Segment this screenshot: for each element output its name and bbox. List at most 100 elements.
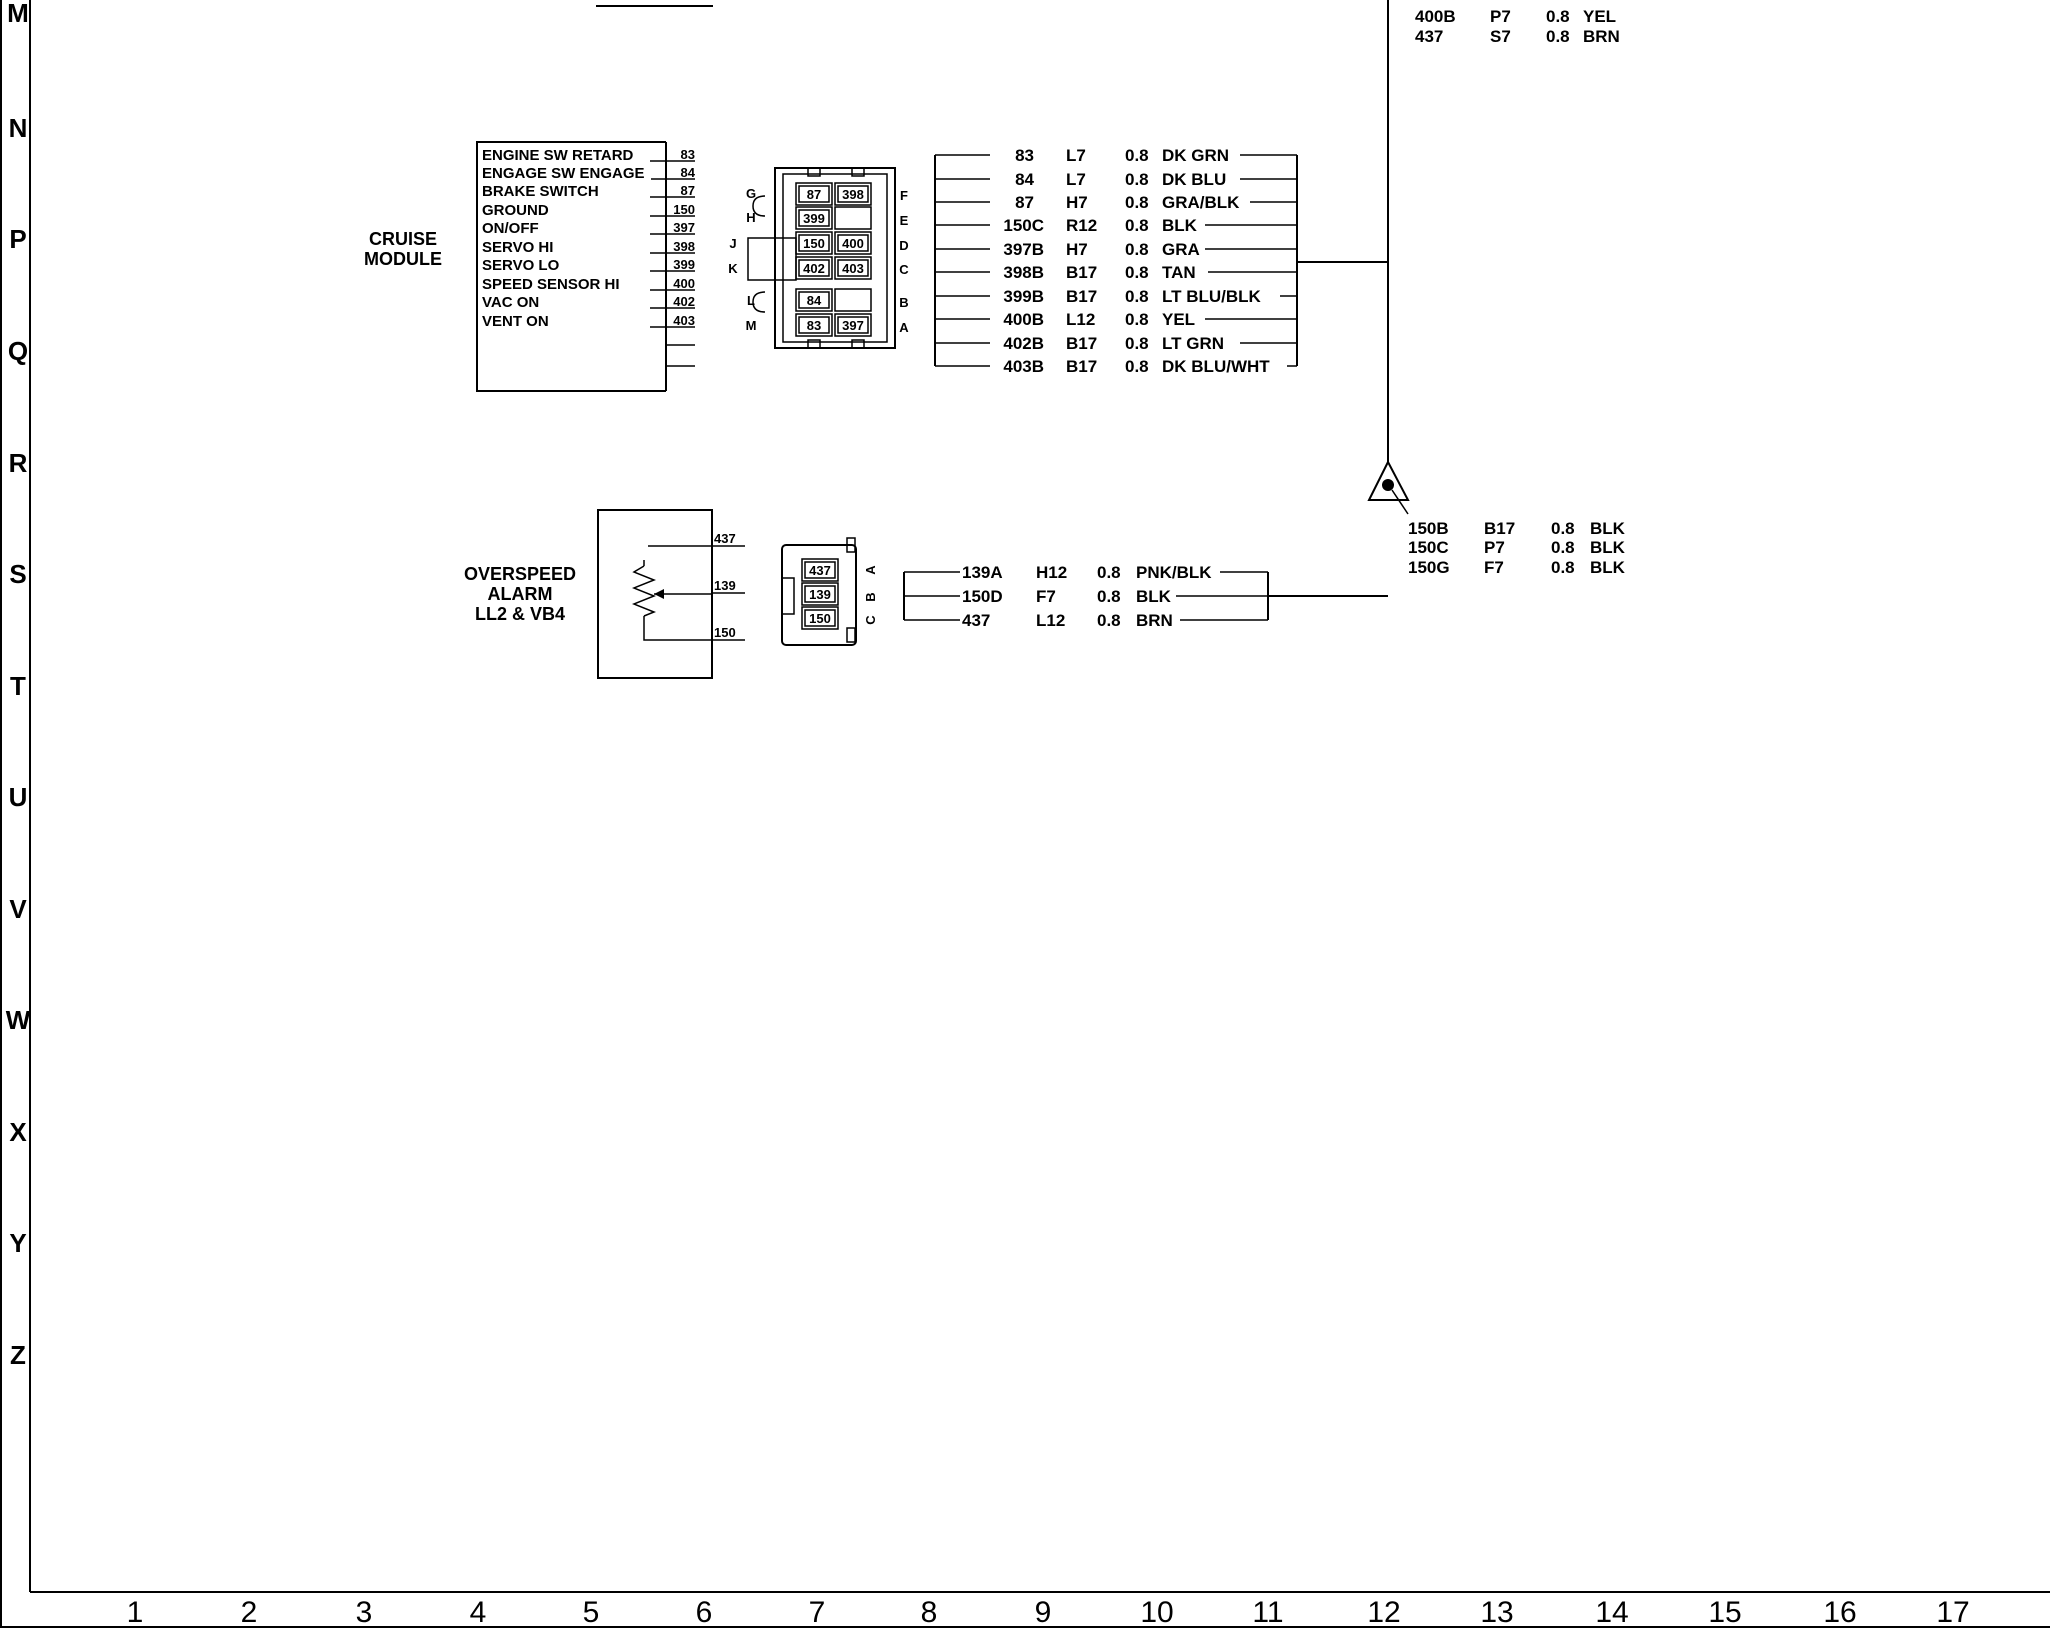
- wire-color: GRA: [1162, 240, 1200, 259]
- cavity-number: 83: [807, 318, 821, 333]
- wire-location: L12: [1036, 611, 1065, 630]
- pin-number: 402: [673, 294, 695, 309]
- cavity-number: 398: [842, 187, 864, 202]
- splice-dot: [1382, 479, 1394, 491]
- row-label: U: [9, 782, 28, 812]
- column-label: 7: [809, 1596, 826, 1629]
- signal-name: SERVO HI: [482, 239, 553, 256]
- signal-name: VENT ON: [482, 313, 549, 330]
- overspeed-connector: 437 139 150 A B C: [781, 537, 878, 646]
- cavity-letter: H: [746, 210, 755, 225]
- pin-number: 403: [673, 313, 695, 328]
- wire-circuit: 437: [1415, 27, 1443, 46]
- cruise-signals: ENGINE SW RETARD 83 ENGAGE SW ENGAGE 84 …: [482, 147, 696, 330]
- wire-gauge: 0.8: [1097, 611, 1121, 630]
- row-label: Z: [10, 1340, 26, 1370]
- wire-circuit: 150C: [1408, 538, 1449, 557]
- cruise-module-title: CRUISE: [369, 229, 437, 249]
- wire-circuit: 150C: [1003, 216, 1044, 235]
- cavity-letter: D: [899, 238, 908, 253]
- cavity-number: 150: [809, 611, 831, 626]
- wire-gauge: 0.8: [1546, 7, 1570, 26]
- cavity-letter: A: [863, 565, 878, 575]
- row-label: T: [10, 671, 26, 701]
- cruise-module: CRUISE MODULE ENGINE SW RETARD 83 ENGAGE…: [364, 141, 696, 392]
- wire-circuit: 150G: [1408, 558, 1450, 577]
- pin-number: 84: [681, 165, 696, 180]
- signal-name: SPEED SENSOR HI: [482, 276, 620, 293]
- wire-location: H7: [1066, 193, 1088, 212]
- wire-color: BLK: [1590, 558, 1626, 577]
- wire-circuit: 84: [1015, 170, 1034, 189]
- wire-color: LT GRN: [1162, 334, 1224, 353]
- column-label: 16: [1823, 1596, 1856, 1629]
- pin-number: 150: [673, 202, 695, 217]
- wire-color: GRA/BLK: [1162, 193, 1240, 212]
- cavity-letter: C: [899, 262, 909, 277]
- wire-location: S7: [1490, 27, 1511, 46]
- wire-location: B17: [1484, 519, 1515, 538]
- pin-number: 437: [714, 531, 736, 546]
- wire-circuit: 400B: [1415, 7, 1456, 26]
- row-label: X: [9, 1117, 27, 1147]
- wire-gauge: 0.8: [1551, 538, 1575, 557]
- wire-circuit: 150B: [1408, 519, 1449, 538]
- column-label: 14: [1595, 1596, 1628, 1629]
- column-label: 12: [1367, 1596, 1400, 1629]
- overspeed-title: ALARM: [488, 584, 553, 604]
- row-label: N: [9, 113, 28, 143]
- row-label: Q: [8, 336, 28, 366]
- column-label: 4: [470, 1596, 487, 1629]
- wire-color: YEL: [1583, 7, 1616, 26]
- wire-circuit: 87: [1015, 193, 1034, 212]
- wire-circuit: 402B: [1003, 334, 1044, 353]
- cruise-harness: 83 L7 0.8 DK GRN 84 L7 0.8 DK BLU 87 H7 …: [934, 146, 1388, 376]
- overspeed-title: LL2 & VB4: [475, 604, 565, 624]
- cavity-letter: A: [899, 320, 909, 335]
- wire-location: B17: [1066, 357, 1097, 376]
- row-label: V: [9, 894, 27, 924]
- pin-number: 397: [673, 220, 695, 235]
- wire-location: P7: [1490, 7, 1511, 26]
- wire-color: BRN: [1583, 27, 1620, 46]
- signal-name: VAC ON: [482, 294, 539, 311]
- overspeed-title: OVERSPEED: [464, 564, 576, 584]
- wire-circuit: 150D: [962, 587, 1003, 606]
- wire-location: H12: [1036, 563, 1067, 582]
- column-label: 9: [1035, 1596, 1052, 1629]
- row-label: P: [9, 224, 26, 254]
- overspeed-alarm: OVERSPEED ALARM LL2 & VB4 437 139 150: [464, 509, 745, 679]
- row-label: S: [9, 559, 26, 589]
- pin-number: 139: [714, 578, 736, 593]
- wire-color: BRN: [1136, 611, 1173, 630]
- wire-gauge: 0.8: [1125, 334, 1149, 353]
- wire-gauge: 0.8: [1546, 27, 1570, 46]
- overspeed-harness: 139A H12 0.8 PNK/BLK 150D F7 0.8 BLK 437…: [903, 563, 1388, 630]
- wire-location: R12: [1066, 216, 1097, 235]
- wire-gauge: 0.8: [1551, 558, 1575, 577]
- cavity-letter: L: [747, 293, 755, 308]
- wire-circuit: 399B: [1003, 287, 1044, 306]
- cavity-letter: J: [729, 236, 736, 251]
- wire-color: BLK: [1590, 538, 1626, 557]
- pin-number: 399: [673, 257, 695, 272]
- cavity-letter: B: [863, 592, 878, 601]
- wire-gauge: 0.8: [1125, 357, 1149, 376]
- wire-location: B17: [1066, 334, 1097, 353]
- wire-color: LT BLU/BLK: [1162, 287, 1262, 306]
- wire-color: DK BLU: [1162, 170, 1226, 189]
- wire-gauge: 0.8: [1125, 240, 1149, 259]
- wire-location: F7: [1484, 558, 1504, 577]
- wire-location: P7: [1484, 538, 1505, 557]
- wire-color: DK GRN: [1162, 146, 1229, 165]
- wire-location: L7: [1066, 170, 1086, 189]
- cavity-letter: M: [746, 318, 757, 333]
- cavity-letter: G: [746, 186, 756, 201]
- wire-location: L7: [1066, 146, 1086, 165]
- wire-gauge: 0.8: [1125, 310, 1149, 329]
- wire-circuit: 400B: [1003, 310, 1044, 329]
- cavity-number: 87: [807, 187, 821, 202]
- cavity-letter: F: [900, 188, 908, 203]
- column-label: 11: [1252, 1596, 1283, 1629]
